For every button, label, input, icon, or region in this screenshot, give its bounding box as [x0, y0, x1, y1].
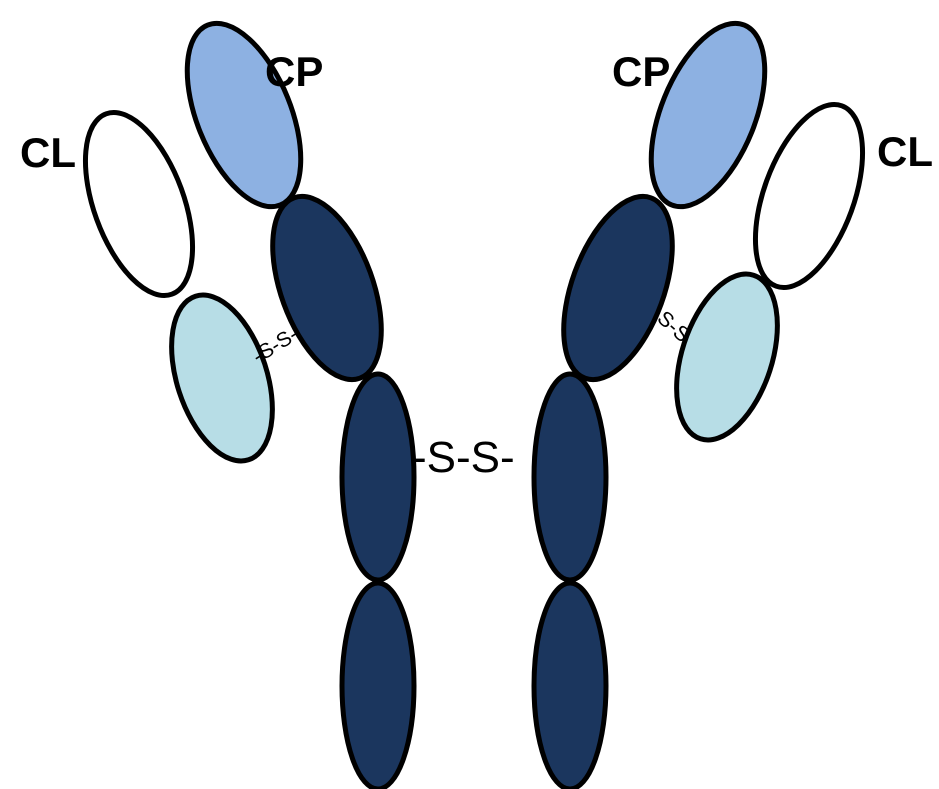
left-heavy-arm-domain [251, 182, 403, 394]
left-cl-label: CL [20, 129, 76, 176]
hinge-disulfide-bond-label: -S-S- [412, 433, 515, 482]
left-cl-domain [64, 98, 214, 309]
right-cl-label: CL [877, 128, 933, 175]
left-cp-domain [164, 7, 324, 222]
left-light-variable-domain [153, 282, 292, 473]
left-heavy-stem-upper-domain [342, 374, 414, 580]
right-heavy-arm-domain [542, 182, 694, 394]
right-heavy-stem-upper-domain [534, 374, 606, 580]
left-heavy-stem-lower-domain [342, 583, 414, 789]
left-interchain-disulfide-label: -S-S- [248, 323, 302, 368]
right-light-variable-domain [658, 261, 797, 452]
right-heavy-stem-lower-domain [534, 583, 606, 789]
left-cp-label: CP [265, 48, 323, 95]
right-cp-label: CP [612, 48, 670, 95]
